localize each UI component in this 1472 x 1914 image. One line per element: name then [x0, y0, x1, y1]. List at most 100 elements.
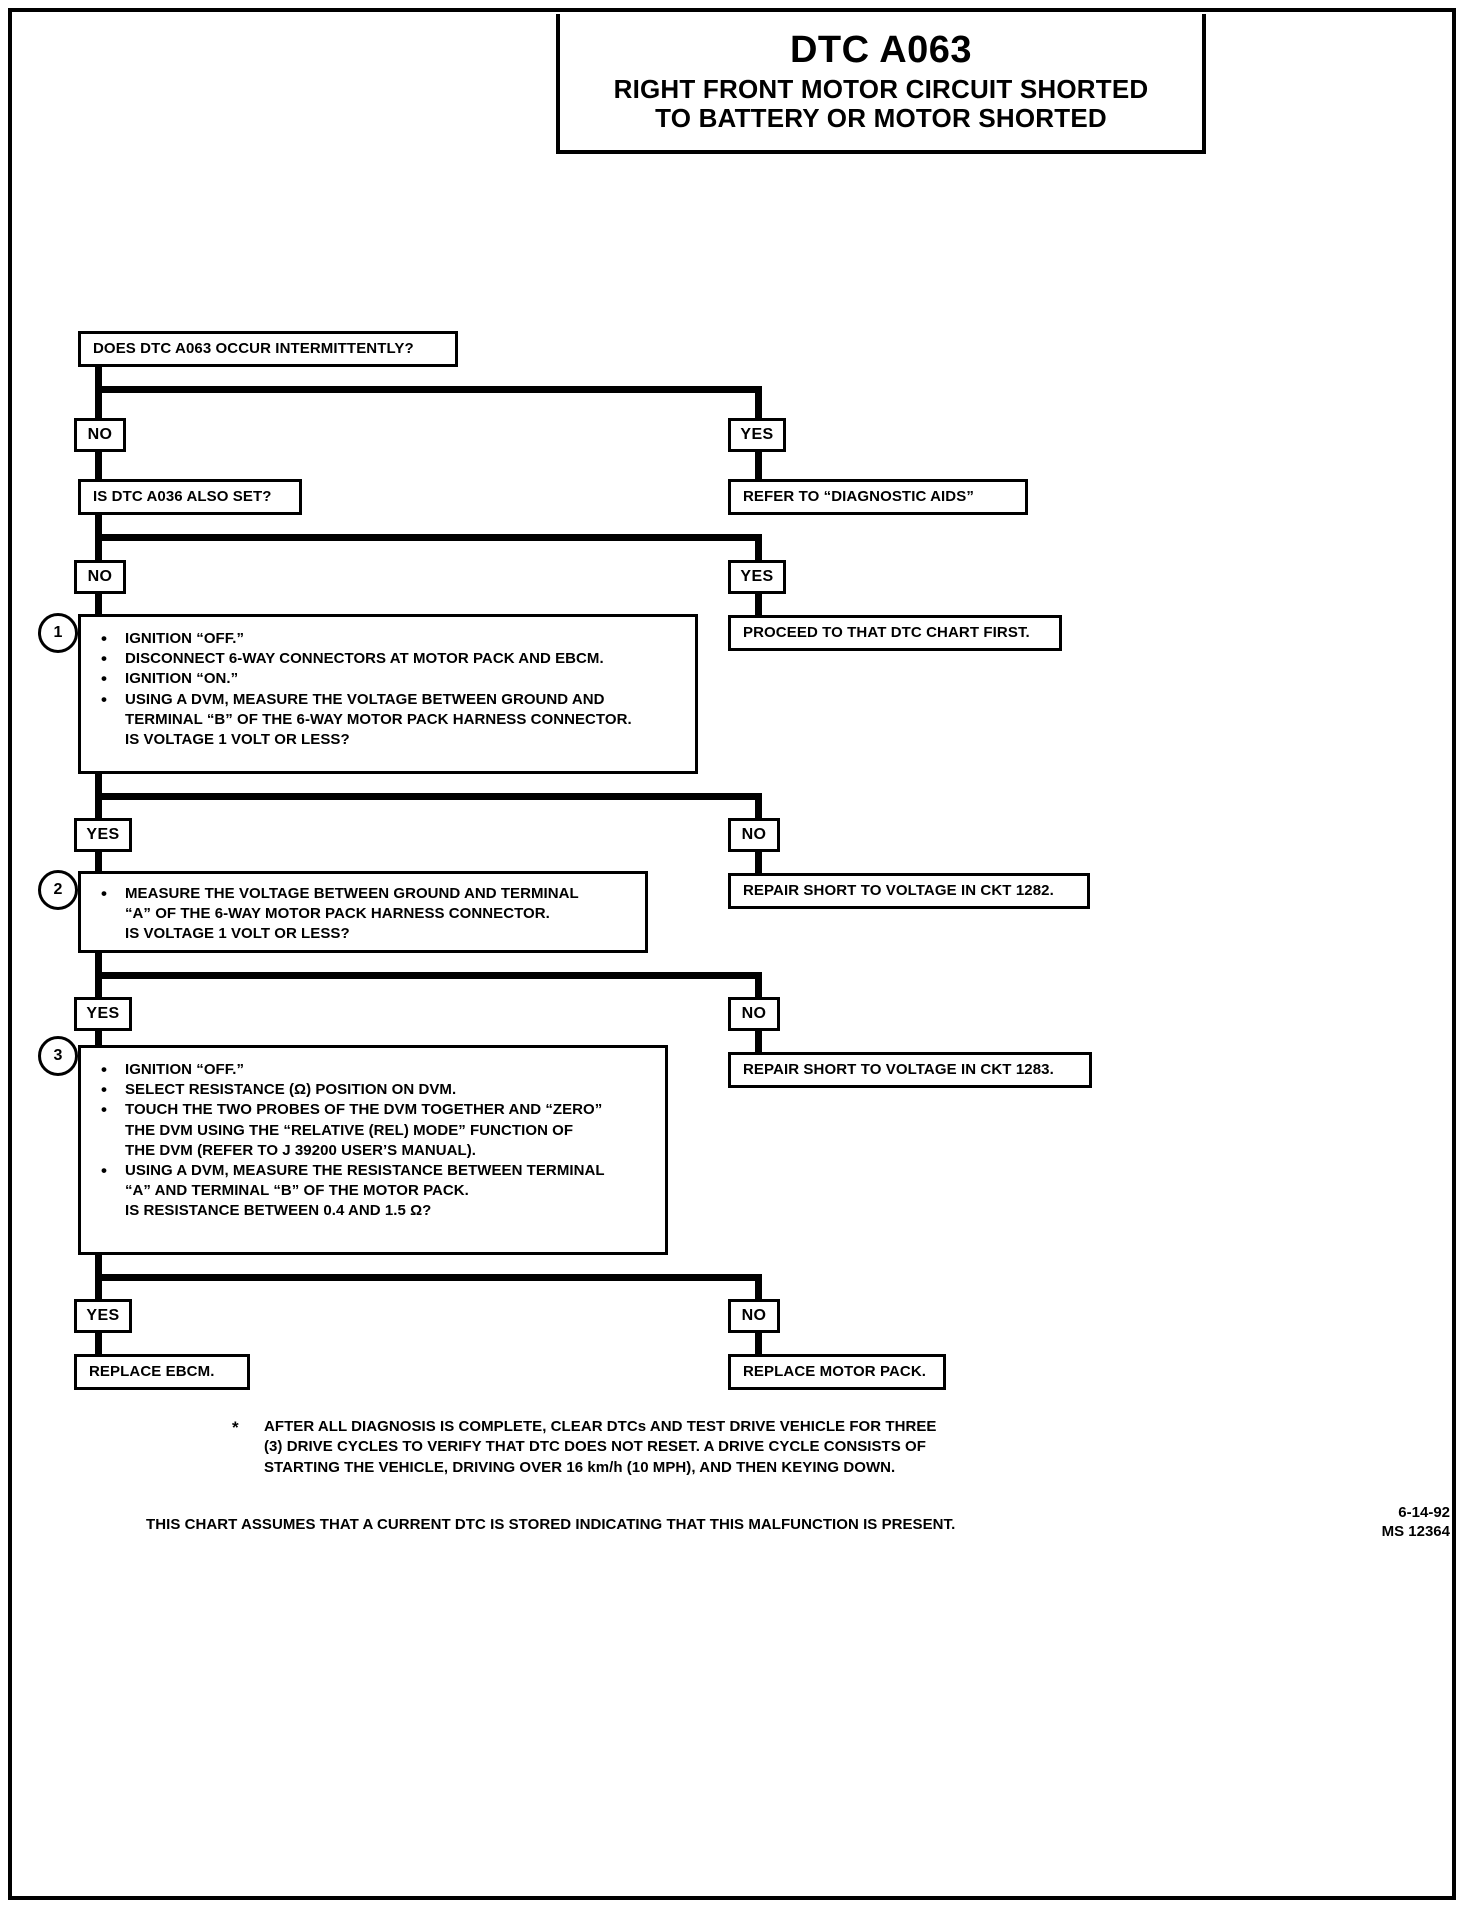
list-item-continuation: IS RESISTANCE BETWEEN 0.4 AND 1.5 Ω?: [125, 1202, 432, 1220]
step-number-2-label: 2: [53, 881, 63, 898]
step-number-3: 3: [38, 1036, 78, 1076]
list-item: IGNITION “OFF.”: [95, 628, 685, 650]
step-1-bullet-list: IGNITION “OFF.” DISCONNECT 6-WAY CONNECT…: [95, 628, 685, 749]
branch-no-4-label: NO: [741, 1005, 767, 1022]
stamp-doc-id: MS 12364: [1381, 1522, 1450, 1540]
branch-yes-3: YES: [74, 818, 132, 852]
branch-yes-3-label: YES: [86, 826, 120, 843]
branch-no-1-label: NO: [87, 426, 113, 443]
step-3-bullet-list: IGNITION “OFF.” SELECT RESISTANCE (Ω) PO…: [95, 1059, 655, 1221]
line-step1-horizontal: [95, 793, 762, 800]
line-no3-down: [755, 852, 762, 874]
line-yes1-down: [755, 452, 762, 480]
page-border: [8, 8, 1456, 1900]
list-item: IGNITION “OFF.”: [95, 1059, 655, 1081]
list-item-continuation: THE DVM (REFER TO J 39200 USER’S MANUAL)…: [125, 1141, 476, 1159]
footnote-drive-cycle: * AFTER ALL DIAGNOSIS IS COMPLETE, CLEAR…: [232, 1417, 1062, 1478]
result-text-repair-ckt-1282: REPAIR SHORT TO VOLTAGE IN CKT 1282.: [743, 882, 1054, 899]
result-box-proceed-other-chart: PROCEED TO THAT DTC CHART FIRST.: [728, 615, 1062, 651]
branch-no-3-label: NO: [741, 826, 767, 843]
branch-no-3: NO: [728, 818, 780, 852]
result-box-diagnostic-aids: REFER TO “DIAGNOSTIC AIDS”: [728, 479, 1028, 515]
result-box-replace-ebcm: REPLACE EBCM.: [74, 1354, 250, 1390]
branch-yes-2-label: YES: [740, 568, 774, 585]
list-item-continuation: “A” OF THE 6-WAY MOTOR PACK HARNESS CONN…: [125, 905, 550, 923]
dtc-description-line-1: RIGHT FRONT MOTOR CIRCUIT SHORTED: [613, 73, 1149, 104]
footnote-line-1: AFTER ALL DIAGNOSIS IS COMPLETE, CLEAR D…: [264, 1418, 937, 1435]
footnote-line-3: STARTING THE VEHICLE, DRIVING OVER 16 km…: [264, 1458, 896, 1476]
list-item: USING A DVM, MEASURE THE VOLTAGE BETWEEN…: [95, 689, 685, 711]
list-item-continuation: IS VOLTAGE 1 VOLT OR LESS?: [125, 730, 350, 748]
list-item-continuation: TERMINAL “B” OF THE 6-WAY MOTOR PACK HAR…: [125, 710, 632, 728]
chart-title-box: DTC A063 RIGHT FRONT MOTOR CIRCUIT SHORT…: [556, 14, 1206, 154]
list-item: IGNITION “ON.”: [95, 668, 685, 690]
list-item-continuation: THE DVM USING THE “RELATIVE (REL) MODE” …: [125, 1121, 574, 1139]
branch-no-1: NO: [74, 418, 126, 452]
result-box-replace-motor-pack: REPLACE MOTOR PACK.: [728, 1354, 946, 1390]
line-step3-horizontal: [95, 1274, 762, 1281]
line-no4-down: [755, 1031, 762, 1053]
result-text-repair-ckt-1283: REPAIR SHORT TO VOLTAGE IN CKT 1283.: [743, 1061, 1054, 1078]
line-step2-horizontal: [95, 972, 762, 979]
result-text-replace-ebcm: REPLACE EBCM.: [89, 1363, 215, 1380]
line-q2-yes-down: [755, 534, 762, 567]
list-item: USING A DVM, MEASURE THE RESISTANCE BETW…: [95, 1160, 655, 1182]
branch-no-2: NO: [74, 560, 126, 594]
result-text-proceed-other-chart: PROCEED TO THAT DTC CHART FIRST.: [743, 624, 1030, 641]
branch-yes-1: YES: [728, 418, 786, 452]
line-step2-down: [95, 953, 102, 1015]
instruction-box-step-3: IGNITION “OFF.” SELECT RESISTANCE (Ω) PO…: [78, 1045, 668, 1255]
step-2-bullet-list: MEASURE THE VOLTAGE BETWEEN GROUND AND T…: [95, 883, 635, 944]
line-q2-down: [95, 515, 102, 577]
stamp-date: 6-14-92: [1398, 1504, 1450, 1521]
line-no1-down: [95, 452, 102, 480]
result-text-replace-motor-pack: REPLACE MOTOR PACK.: [743, 1363, 927, 1380]
list-item: SELECT RESISTANCE (Ω) POSITION ON DVM.: [95, 1079, 655, 1101]
question-text-intermittent: DOES DTC A063 OCCUR INTERMITTENTLY?: [93, 340, 414, 357]
line-step3-no-down: [755, 1274, 762, 1307]
result-box-repair-ckt-1282: REPAIR SHORT TO VOLTAGE IN CKT 1282.: [728, 873, 1090, 909]
question-box-intermittent: DOES DTC A063 OCCUR INTERMITTENTLY?: [78, 331, 458, 367]
branch-yes-2: YES: [728, 560, 786, 594]
line-no2-down: [95, 594, 102, 616]
line-q2-horizontal: [95, 534, 762, 541]
line-no5-down: [755, 1333, 762, 1355]
line-yes2-down: [755, 594, 762, 616]
branch-yes-4-label: YES: [86, 1005, 120, 1022]
list-item: MEASURE THE VOLTAGE BETWEEN GROUND AND T…: [95, 883, 635, 905]
list-item-continuation: “A” AND TERMINAL “B” OF THE MOTOR PACK.: [125, 1182, 469, 1200]
line-step1-down: [95, 774, 102, 836]
dtc-description-line-2: TO BATTERY OR MOTOR SHORTED: [655, 102, 1107, 133]
step-number-1-label: 1: [53, 624, 63, 641]
result-box-repair-ckt-1283: REPAIR SHORT TO VOLTAGE IN CKT 1283.: [728, 1052, 1092, 1088]
branch-no-4: NO: [728, 997, 780, 1031]
instruction-box-step-1: IGNITION “OFF.” DISCONNECT 6-WAY CONNECT…: [78, 614, 698, 774]
result-text-diagnostic-aids: REFER TO “DIAGNOSTIC AIDS”: [743, 488, 974, 505]
step-number-2: 2: [38, 870, 78, 910]
question-text-dtc-a036: IS DTC A036 ALSO SET?: [93, 488, 272, 505]
footnote-assumption-text: THIS CHART ASSUMES THAT A CURRENT DTC IS…: [146, 1516, 956, 1533]
list-item: TOUCH THE TWO PROBES OF THE DVM TOGETHER…: [95, 1099, 655, 1121]
branch-yes-1-label: YES: [740, 426, 774, 443]
footnote-line-2: (3) DRIVE CYCLES TO VERIFY THAT DTC DOES…: [264, 1438, 926, 1456]
branch-yes-5-label: YES: [86, 1307, 120, 1324]
line-q1-down: [95, 367, 102, 429]
line-yes4-down: [95, 1031, 102, 1053]
line-q1-horizontal: [95, 386, 762, 393]
branch-no-5: NO: [728, 1299, 780, 1333]
instruction-box-step-2: MEASURE THE VOLTAGE BETWEEN GROUND AND T…: [78, 871, 648, 953]
asterisk-marker: *: [232, 1418, 239, 1437]
branch-no-5-label: NO: [741, 1307, 767, 1324]
document-stamp: 6-14-92 MS 12364: [1382, 1504, 1450, 1896]
line-yes5-down: [95, 1333, 102, 1355]
branch-no-2-label: NO: [87, 568, 113, 585]
list-item-continuation: IS VOLTAGE 1 VOLT OR LESS?: [125, 925, 350, 943]
line-step2-no-down: [755, 972, 762, 1005]
line-yes3-down: [95, 852, 102, 874]
line-step1-no-down: [755, 793, 762, 826]
step-number-3-label: 3: [53, 1047, 63, 1064]
step-number-1: 1: [38, 613, 78, 653]
line-q1-yes-down: [755, 386, 762, 419]
question-box-dtc-a036: IS DTC A036 ALSO SET?: [78, 479, 302, 515]
